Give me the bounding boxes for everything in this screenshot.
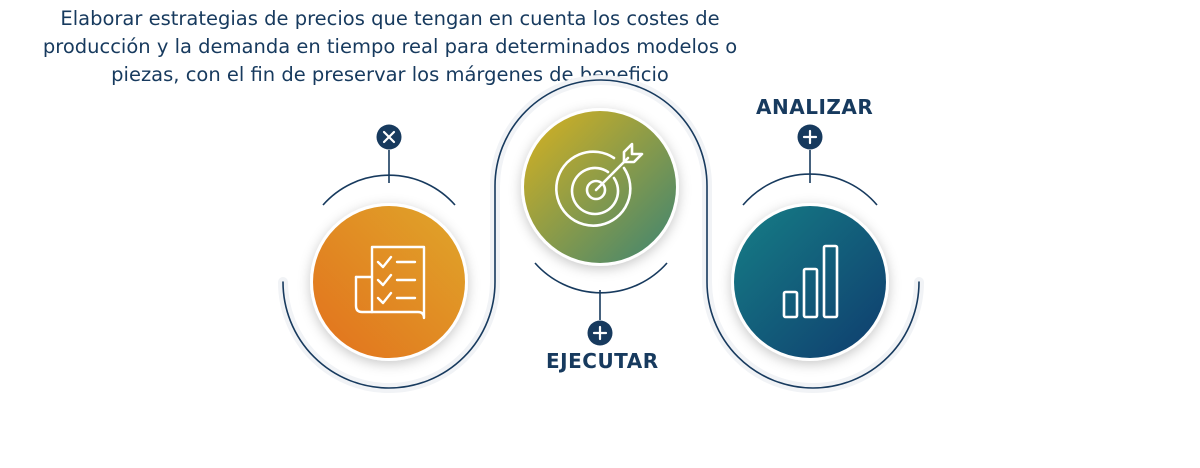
- bar-chart-icon: [782, 244, 839, 319]
- plus-icon-step3[interactable]: [797, 124, 823, 150]
- connector-line: [282, 79, 920, 389]
- label-ejecutar: EJECUTAR: [546, 349, 659, 373]
- step-circle-1: [310, 203, 468, 361]
- step-description: Elaborar estrategias de precios que teng…: [42, 7, 738, 86]
- connector-track: [278, 75, 924, 393]
- plus-icon-step2[interactable]: [587, 320, 613, 346]
- step-circle-3: [731, 203, 889, 361]
- close-icon[interactable]: [376, 124, 402, 150]
- checklist-document-icon: [354, 245, 426, 320]
- target-arrow-icon: [555, 142, 644, 227]
- label-analizar: ANALIZAR: [756, 95, 874, 119]
- arc-step2-bottom: [534, 262, 668, 294]
